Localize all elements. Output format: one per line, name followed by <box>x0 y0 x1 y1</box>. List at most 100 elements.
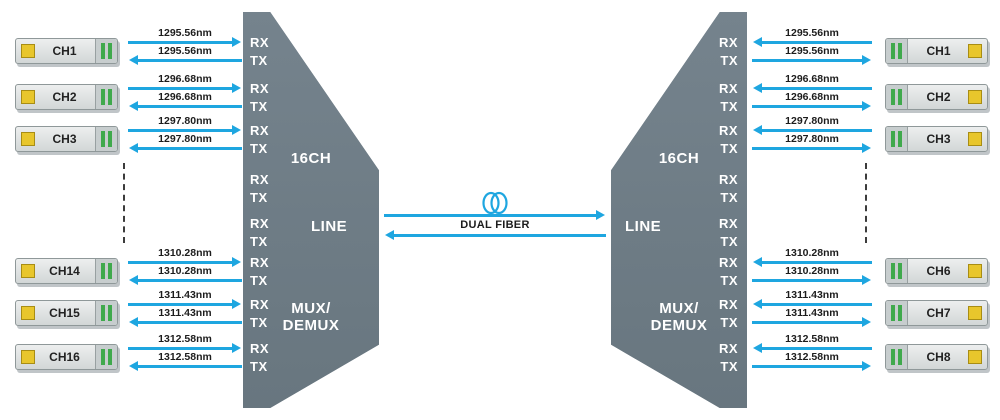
tx-port-label: TX <box>720 234 738 249</box>
lc-connector-icon <box>95 127 117 151</box>
tx-arrow <box>129 275 242 285</box>
dual-fiber-label: DUAL FIBER <box>460 219 530 231</box>
tx-arrow <box>129 55 242 65</box>
wavelength-arrows: 1312.58nm 1312.58nm <box>751 332 873 376</box>
rx-tx-port-pair: RX TX <box>719 256 738 287</box>
rx-arrow <box>128 37 241 47</box>
rx-wavelength-label: 1312.58nm <box>785 333 839 345</box>
line-port-label: LINE <box>625 218 662 235</box>
tx-port-label: TX <box>250 141 268 156</box>
transceiver-module: CH1 <box>885 38 988 64</box>
rx-arrow <box>128 299 241 309</box>
tx-wavelength-label: 1295.56nm <box>158 45 212 57</box>
rx-port-label: RX <box>250 172 270 187</box>
tx-wavelength-label: 1311.43nm <box>158 307 212 319</box>
channel-row: CH14 1310.28nm 1310.28nm <box>15 246 243 290</box>
rx-tx-port-pair: RX TX <box>719 124 738 155</box>
rx-tx-port-pair: RX TX <box>250 342 269 373</box>
tx-wavelength-label: 1296.68nm <box>158 91 212 103</box>
tx-port-label: TX <box>250 359 268 374</box>
rx-wavelength-label: 1311.43nm <box>158 289 212 301</box>
pull-tab-icon <box>968 132 982 146</box>
rx-tx-port-pair: RX TX <box>719 217 738 248</box>
lc-connector-icon <box>886 39 908 63</box>
channel-row: 1310.28nm 1310.28nm CH6 <box>751 246 988 290</box>
tx-wavelength-label: 1311.43nm <box>785 307 839 319</box>
tx-port-label: TX <box>720 53 738 68</box>
rx-tx-port-pair: RX TX <box>250 298 269 329</box>
lc-connector-icon <box>886 85 908 109</box>
wavelength-arrows: 1310.28nm 1310.28nm <box>751 246 873 290</box>
channel-label: CH1 <box>52 44 77 58</box>
transceiver-module: CH15 <box>15 300 118 326</box>
wavelength-arrows: 1296.68nm 1296.68nm <box>127 72 243 116</box>
wavelength-arrows: 1297.80nm 1297.80nm <box>127 114 243 158</box>
rx-port-label: RX <box>250 255 270 270</box>
fiber-link: DUAL FIBER <box>384 191 606 245</box>
mux-label-line1: MUX/ <box>659 300 699 317</box>
rx-port-label: RX <box>718 81 738 96</box>
mux-demux-label: MUX/ DEMUX <box>243 300 379 334</box>
tx-wavelength-label: 1297.80nm <box>785 133 839 145</box>
rx-port-label: RX <box>718 297 738 312</box>
transceiver-module: CH1 <box>15 38 118 64</box>
rx-arrow <box>128 83 241 93</box>
pull-tab-icon <box>968 350 982 364</box>
channel-row: 1297.80nm 1297.80nm CH3 <box>751 114 988 158</box>
rx-arrow <box>753 83 872 93</box>
mux-label-line1: MUX/ <box>291 300 331 317</box>
channel-label: CH15 <box>49 306 80 320</box>
rx-arrow <box>753 37 872 47</box>
lc-connector-icon <box>886 127 908 151</box>
transceiver-module: CH3 <box>885 126 988 152</box>
channel-label: CH1 <box>926 44 951 58</box>
wavelength-arrows: 1296.68nm 1296.68nm <box>751 72 873 116</box>
rx-tx-port-pair: RX TX <box>250 82 269 113</box>
rx-port-label: RX <box>718 341 738 356</box>
mux-demux-unit-left: RX TX RX TX RX TX RX TX RX TX RX TX RX T… <box>243 12 379 408</box>
lc-connector-icon <box>95 85 117 109</box>
rx-tx-port-pair: RX TX <box>250 36 269 67</box>
rx-port-label: RX <box>250 341 270 356</box>
rx-port-label: RX <box>718 123 738 138</box>
mux-label-line2: DEMUX <box>282 317 340 334</box>
pull-tab-icon <box>968 306 982 320</box>
tx-wavelength-label: 1312.58nm <box>785 351 839 363</box>
rx-port-label: RX <box>250 35 270 50</box>
channel-row: CH16 1312.58nm 1312.58nm <box>15 332 243 376</box>
pull-tab-icon <box>21 132 35 146</box>
channel-label: CH7 <box>926 306 951 320</box>
wavelength-arrows: 1297.80nm 1297.80nm <box>751 114 873 158</box>
rx-tx-port-pair: RX TX <box>250 173 269 204</box>
rx-wavelength-label: 1296.68nm <box>158 73 212 85</box>
tx-port-label: TX <box>250 273 268 288</box>
rx-port-label: RX <box>718 216 738 231</box>
rx-arrow <box>128 257 241 267</box>
wavelength-arrows: 1311.43nm 1311.43nm <box>127 288 243 332</box>
transceiver-module: CH2 <box>885 84 988 110</box>
rx-tx-port-pair: RX TX <box>719 342 738 373</box>
channel-row: CH15 1311.43nm 1311.43nm <box>15 288 243 332</box>
lc-connector-icon <box>886 345 908 369</box>
channel-label: CH14 <box>49 264 80 278</box>
rx-port-label: RX <box>250 297 270 312</box>
channel-row: 1295.56nm 1295.56nm CH1 <box>751 26 988 70</box>
tx-arrow <box>752 55 871 65</box>
tx-port-label: TX <box>720 359 738 374</box>
channel-count-label: 16CH <box>290 150 332 167</box>
transceiver-module: CH16 <box>15 344 118 370</box>
rx-arrow <box>128 343 241 353</box>
rx-wavelength-label: 1310.28nm <box>785 247 839 259</box>
pull-tab-icon <box>21 90 35 104</box>
tx-arrow <box>129 361 242 371</box>
tx-port-label: TX <box>250 99 268 114</box>
channel-label: CH3 <box>926 132 951 146</box>
wavelength-arrows: 1311.43nm 1311.43nm <box>751 288 873 332</box>
rx-tx-port-pair: RX TX <box>719 36 738 67</box>
transceiver-module: CH2 <box>15 84 118 110</box>
rx-port-label: RX <box>250 123 270 138</box>
ellipsis-separator <box>123 163 125 243</box>
tx-wavelength-label: 1297.80nm <box>158 133 212 145</box>
channel-label: CH2 <box>926 90 951 104</box>
